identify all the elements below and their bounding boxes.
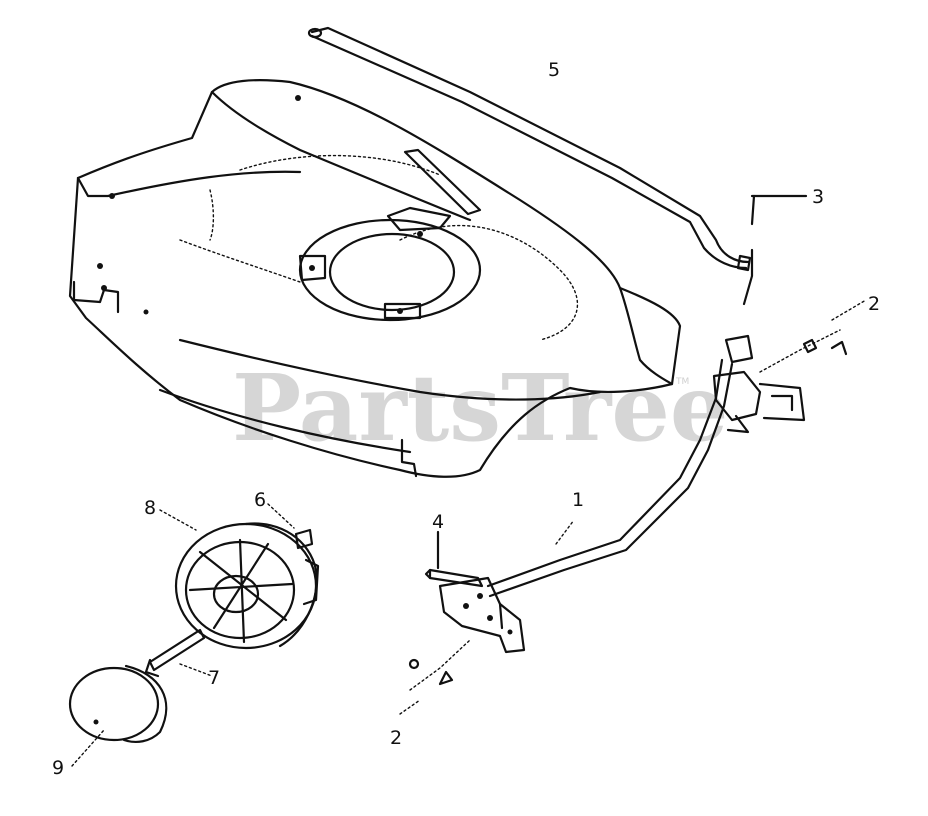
adjuster-spring[interactable] <box>424 568 484 588</box>
callout-2-left: 2 <box>390 727 402 749</box>
hub-cap[interactable] <box>68 664 168 743</box>
mower-deck[interactable] <box>68 79 682 478</box>
watermark-trademark: TM <box>675 377 689 387</box>
callout-9: 9 <box>52 757 64 779</box>
callout-5: 5 <box>548 59 560 81</box>
rear-axle-rod[interactable] <box>307 26 752 272</box>
callout-1: 1 <box>572 489 584 511</box>
wheel[interactable] <box>174 522 320 650</box>
fasteners[interactable] <box>408 639 471 691</box>
leader-lines <box>71 194 867 767</box>
callout-3: 3 <box>812 186 824 208</box>
callout-2-right: 2 <box>868 293 880 315</box>
callout-8: 8 <box>144 497 156 519</box>
callout-6: 6 <box>254 489 266 511</box>
wheel-axle-bolt[interactable] <box>144 628 206 678</box>
left-height-adjuster[interactable] <box>438 576 526 654</box>
callout-4: 4 <box>432 511 444 533</box>
right-height-adjuster[interactable] <box>712 329 848 434</box>
callout-7: 7 <box>208 667 220 689</box>
